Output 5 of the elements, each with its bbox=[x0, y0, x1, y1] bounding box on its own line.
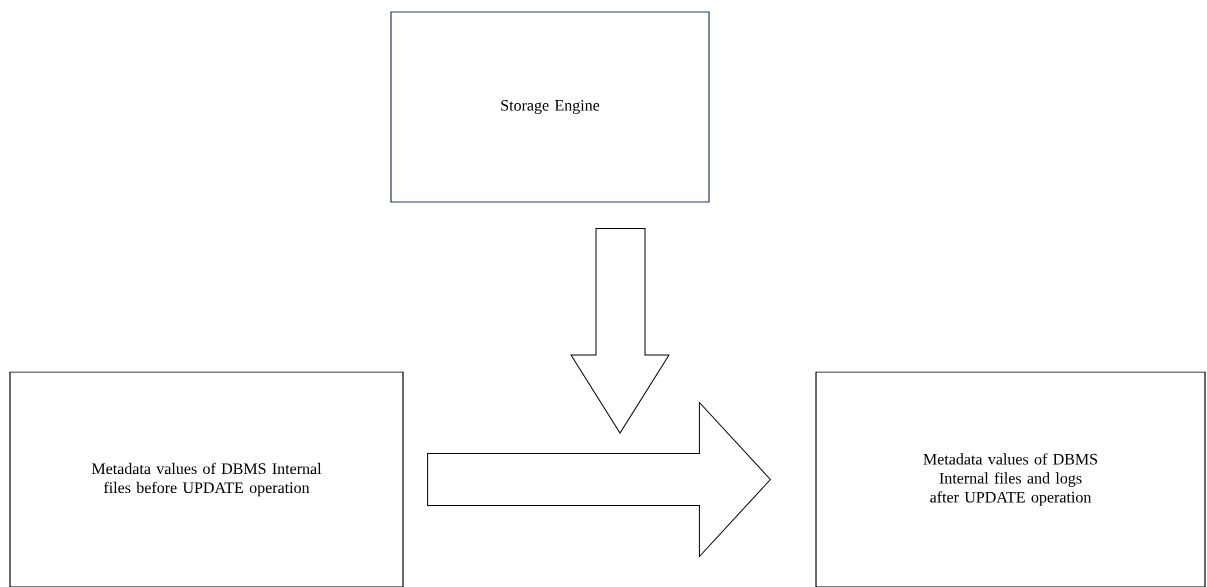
block-arrow bbox=[570, 228, 670, 434]
block-arrow bbox=[427, 402, 771, 557]
process-box: Metadata values of DBMS Internal files before UPDATE operation bbox=[9, 371, 404, 587]
process-box: Storage Engine bbox=[390, 11, 710, 203]
process-box: Metadata values of DBMS Internal files and logs after UPDATE operation bbox=[815, 371, 1206, 587]
